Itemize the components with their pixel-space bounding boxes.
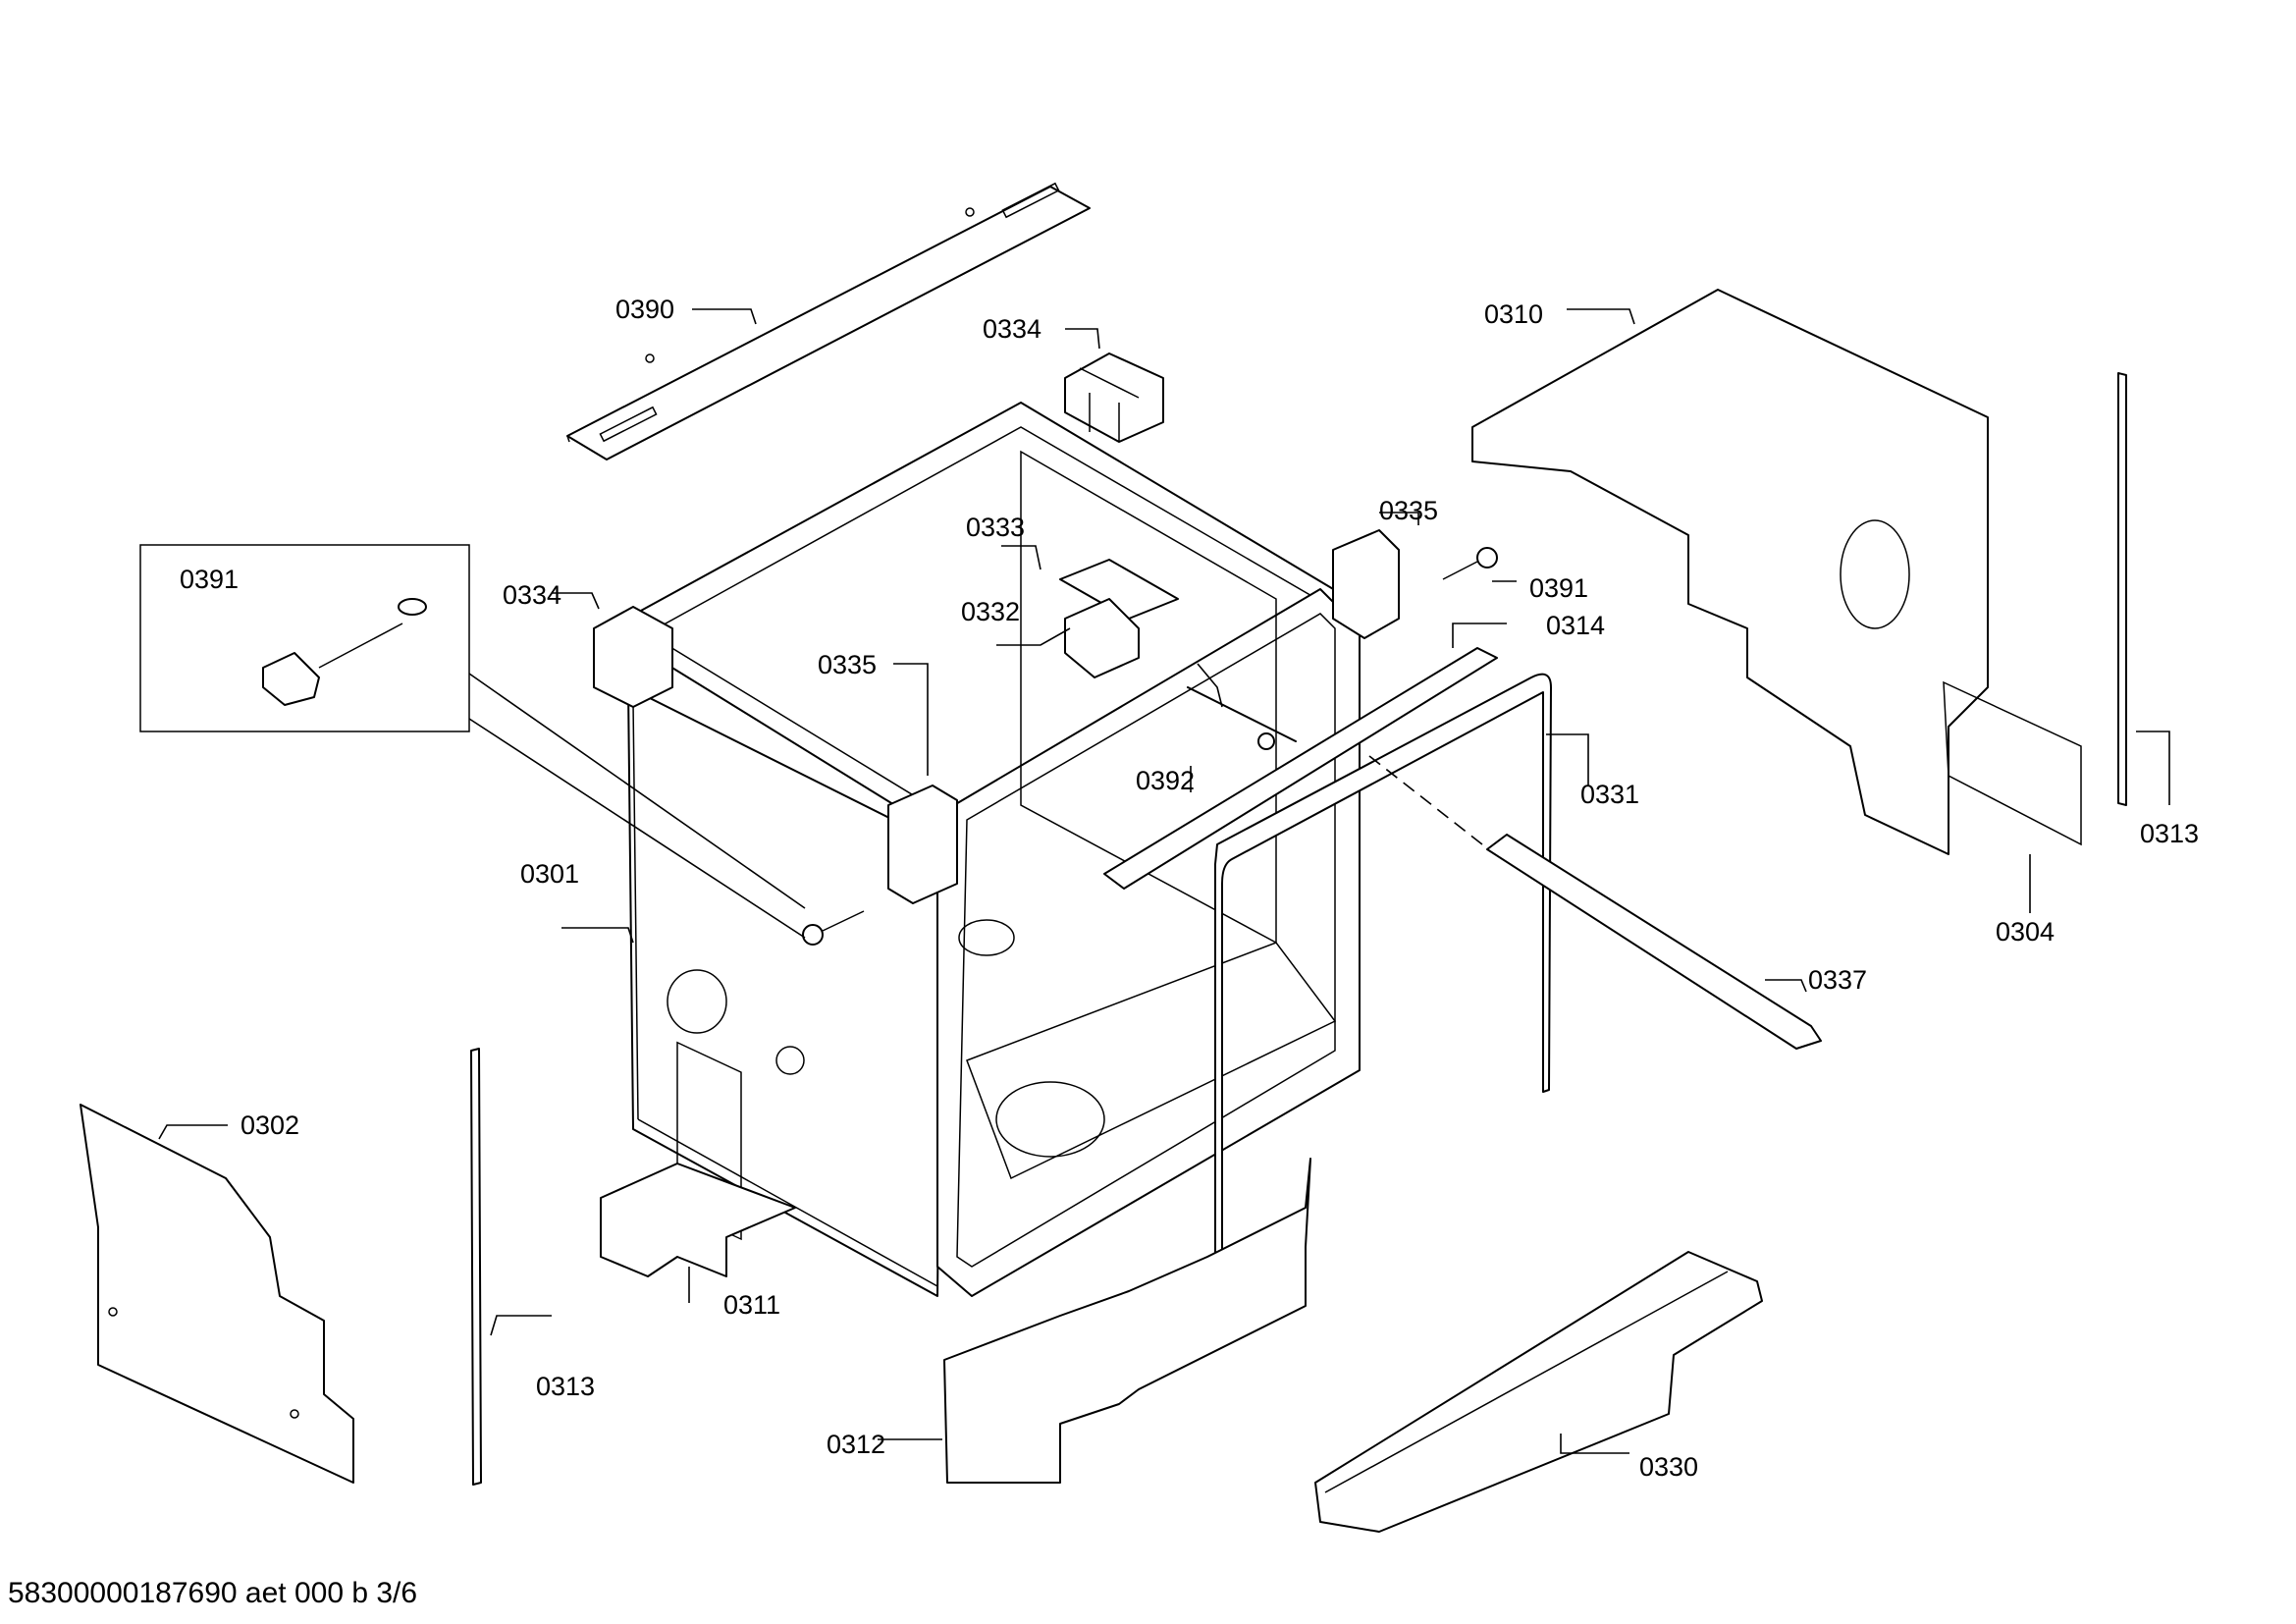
part-0331-seal: [1214, 673, 1552, 1279]
part-0391-right-screw: [1442, 547, 1498, 580]
part-0313-left-strip: [470, 1048, 482, 1486]
label-0330: 0330: [1639, 1452, 1698, 1482]
label-0334-top: 0334: [983, 314, 1041, 344]
label-0310: 0310: [1484, 299, 1543, 329]
part-0310-insulation: [1471, 289, 2082, 855]
assembly-dash-line: [1368, 755, 1483, 845]
label-0301: 0301: [520, 859, 579, 889]
label-0314: 0314: [1546, 611, 1605, 640]
part-0390-top-plate: [566, 182, 1091, 460]
label-0334-left: 0334: [503, 580, 561, 610]
part-0334-left-bracket: [593, 606, 673, 708]
label-0332: 0332: [961, 597, 1020, 626]
label-0335-right: 0335: [1379, 496, 1438, 525]
label-0313-right: 0313: [2140, 819, 2199, 848]
part-0335-front-bracket: [887, 785, 958, 904]
part-0330-channel: [1314, 1251, 1763, 1533]
label-0313-left: 0313: [536, 1372, 595, 1401]
part-0392-support: [1187, 686, 1297, 750]
label-0391-inset: 0391: [180, 565, 239, 594]
part-0335-right-bracket: [1332, 529, 1400, 639]
part-0312-front-foam: [943, 1158, 1311, 1484]
part-0314-rail: [1103, 647, 1498, 890]
part-0334-top-bracket: [1064, 352, 1164, 443]
label-0335-front: 0335: [818, 650, 877, 679]
label-0391-right: 0391: [1529, 573, 1588, 603]
detail-inset-box: [139, 544, 806, 939]
label-0333: 0333: [966, 513, 1025, 542]
label-0304: 0304: [1996, 917, 2055, 947]
part-0301-tub: [608, 402, 1361, 1297]
leader-lines: [158, 308, 2170, 1454]
label-0312: 0312: [827, 1430, 885, 1459]
part-0332-latch: [1064, 598, 1140, 678]
part-0313-right-strip: [2117, 372, 2127, 806]
label-0331: 0331: [1580, 780, 1639, 809]
part-0391-tub-screw: [802, 910, 865, 946]
label-0392: 0392: [1136, 766, 1195, 795]
label-0302: 0302: [240, 1110, 299, 1140]
label-0390: 0390: [615, 295, 674, 324]
part-labels: 0390 0334 0333 0332 0335 0334 0391 0391 …: [180, 295, 2199, 1482]
label-0311: 0311: [723, 1290, 780, 1320]
label-0337: 0337: [1808, 965, 1867, 995]
part-0302-side-panel: [80, 1104, 354, 1484]
footer-document-code: 58300000187690 aet 000 b 3/6: [8, 1577, 417, 1609]
part-0337-rail: [1486, 834, 1822, 1050]
part-0311-base-block: [600, 1163, 796, 1277]
